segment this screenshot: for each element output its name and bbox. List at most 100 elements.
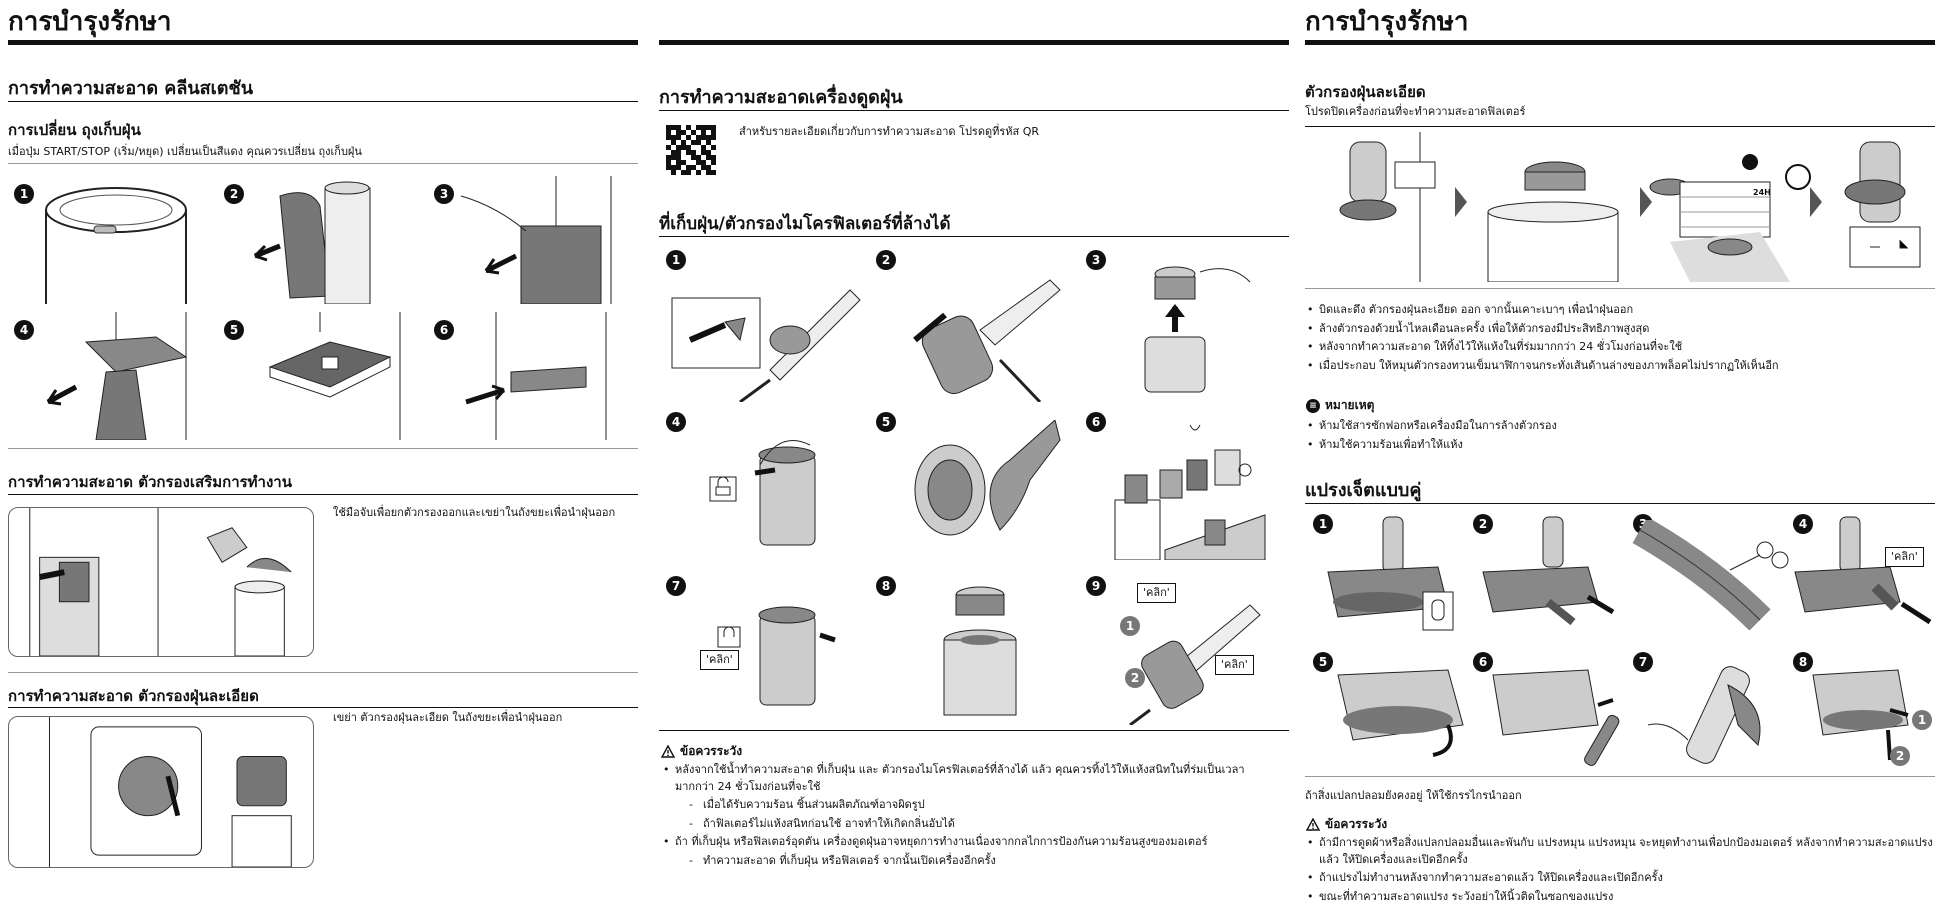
fine-dust-filter-illustration (1310, 132, 1935, 282)
bag-description: เมื่อปุ่ม START/STOP (เริ่ม/หยุด) เปลี่ย… (8, 145, 362, 158)
performance-filter-title: การทำความสะอาด ตัวกรองเสริมการทำงาน (8, 473, 292, 491)
bag-step-2-illustration (250, 176, 410, 304)
brush-step-3-illustration (1630, 520, 1790, 630)
bag-title: การเปลี่ยน ถุงเก็บฝุ่น (8, 121, 141, 139)
step-badge: 4 (14, 320, 34, 340)
dual-brush-title: แปรงเจ็ตแบบคู่ (1305, 480, 1422, 501)
bullet-item: หลังจากทำความสะอาด ให้ทิ้งไว้ให้แห้งในที… (1305, 339, 1935, 356)
divider (659, 110, 1289, 111)
dustbin-step-6-illustration (1105, 415, 1270, 560)
step-badge: 1 (14, 184, 34, 204)
step-badge: 6 (1473, 652, 1493, 672)
dustbin-step-4-illustration (700, 425, 840, 555)
performance-filter-illustration (8, 507, 314, 657)
brush-step-2-illustration (1478, 512, 1628, 632)
bag-step-5-illustration (250, 312, 410, 440)
divider (659, 730, 1289, 731)
divider (8, 707, 638, 708)
brush-caution-title: ข้อควรระวัง (1325, 817, 1388, 831)
divider (1305, 503, 1935, 504)
bag-step-4-illustration (36, 312, 196, 440)
vacuum-cleaning-title: การทำความสะอาดเครื่องดูดฝุ่น (659, 87, 903, 108)
note-heading: ≡ หมายเหตุ (1306, 396, 1374, 415)
bag-step-3-illustration (456, 176, 616, 304)
step-badge: 2 (224, 184, 244, 204)
bullet-item: เมื่อประกอบ ให้หมุนตัวกรองทวนเข็มนาฬิกาจ… (1305, 358, 1935, 375)
step-badge: 1 (666, 250, 686, 270)
note-title: หมายเหตุ (1325, 398, 1375, 412)
brush-step-6-illustration (1478, 665, 1628, 770)
bag-step-1-illustration (36, 176, 196, 304)
step-badge: 1 (1313, 514, 1333, 534)
note-list: ห้ามใช้สารซักฟอกหรือเครื่องมือในการล้างต… (1305, 418, 1935, 455)
dustbin-step-5-illustration (900, 420, 1065, 560)
click-label: 'คลิก' (1885, 547, 1924, 568)
brush-caution-list: ถ้ามีการดูดผ้าหรือสิ่งแปลกปลอมอื่นและพัน… (1305, 835, 1935, 907)
divider (1305, 288, 1935, 289)
note-item: ห้ามใช้ความร้อนเพื่อทำให้แห้ง (1305, 437, 1935, 454)
step-badge: 5 (224, 320, 244, 340)
caution-item: ขณะที่ทำความสะอาดแปรง ระวังอย่าให้นิ้วติ… (1305, 889, 1935, 906)
dustbin-step-8-illustration (930, 585, 1030, 720)
step-badge: 9 (1086, 576, 1106, 596)
brush-step-1-illustration (1318, 512, 1468, 632)
warning-icon (661, 745, 675, 758)
step-badge: 3 (434, 184, 454, 204)
click-label: 'คลิก' (1137, 583, 1176, 604)
caution-subitem: เมื่อได้รับความร้อน ชิ้นส่วนผลิตภัณฑ์อาจ… (687, 797, 1276, 814)
dustbin-step-3-illustration (1120, 262, 1260, 402)
fine-filter-title: การทำความสะอาด ตัวกรองฝุ่นละเอียด (8, 687, 259, 705)
divider (8, 101, 638, 102)
scissors-instruction: ถ้าสิ่งแปลกปลอมยังคงอยู่ ให้ใช้กรรไกรนำอ… (1305, 789, 1522, 802)
fine-filter-illustration (8, 716, 314, 868)
fine-dust-filter-description: โปรดปิดเครื่องก่อนที่จะทำความสะอาดฟิลเตอ… (1305, 105, 1526, 118)
note-icon: ≡ (1306, 398, 1320, 413)
brush-step-7-illustration (1638, 665, 1788, 770)
divider (1305, 776, 1935, 777)
step-badge: 2 (1473, 514, 1493, 534)
qr-code (666, 125, 716, 175)
clean-station-title: การทำความสะอาด คลีนสเตชัน (8, 78, 254, 99)
dustbin-filter-title: ที่เก็บฝุ่น/ตัวกรองไมโครฟิลเตอร์ที่ล้างไ… (659, 214, 951, 234)
step-badge: 4 (1793, 514, 1813, 534)
divider (1305, 126, 1935, 127)
brush-step-8-illustration (1798, 665, 1938, 770)
divider (8, 448, 638, 449)
step-badge: 2 (876, 250, 896, 270)
step-badge: 8 (1793, 652, 1813, 672)
brush-step-4-illustration (1790, 512, 1940, 632)
divider (8, 163, 638, 164)
dustbin-step-2-illustration (900, 270, 1065, 402)
bag-step-6-illustration (456, 312, 616, 440)
divider (8, 672, 638, 673)
dustbin-step-1-illustration (670, 270, 865, 402)
bullet-item: บิดและดึง ตัวกรองฝุ่นละเอียด ออก จากนั้น… (1305, 302, 1935, 319)
top-rule-col3 (1305, 40, 1935, 45)
caution-text: หลังจากใช้น้ำทำความสะอาด ที่เก็บฝุ่น และ… (675, 763, 1245, 793)
brush-caution-heading: ข้อควรระวัง (1306, 815, 1387, 834)
divider (659, 236, 1289, 237)
step-badge: 3 (1086, 250, 1106, 270)
step-badge: 7 (1633, 652, 1653, 672)
top-rule-col2 (659, 40, 1289, 45)
timer-label: 24H (1753, 188, 1771, 197)
caution-item: ถ้ามีการดูดผ้าหรือสิ่งแปลกปลอมอื่นและพัน… (1305, 835, 1935, 868)
fine-filter-description: เขย่า ตัวกรองฝุ่นละเอียด ในถังขยะเพื่อนำ… (333, 711, 563, 724)
fine-dust-bullets: บิดและดึง ตัวกรองฝุ่นละเอียด ออก จากนั้น… (1305, 302, 1935, 376)
click-label: 'คลิก' (700, 650, 739, 671)
performance-filter-description: ใช้มือจับเพื่อยกตัวกรองออกและเขย่าในถังข… (333, 506, 616, 519)
note-item: ห้ามใช้สารซักฟอกหรือเครื่องมือในการล้างต… (1305, 418, 1935, 435)
bullet-item: ล้างตัวกรองด้วยน้ำไหลเดือนละครั้ง เพื่อใ… (1305, 321, 1935, 338)
caution-item: ถ้า ที่เก็บฝุ่น หรือฟิลเตอร์อุดตัน เครื่… (661, 834, 1276, 869)
caution-subitem: ทำความสะอาด ที่เก็บฝุ่น หรือฟิลเตอร์ จาก… (687, 853, 1276, 870)
caution-list: หลังจากใช้น้ำทำความสะอาด ที่เก็บฝุ่น และ… (661, 762, 1276, 871)
caution-subitem: ถ้าฟิลเตอร์ไม่แห้งสนิทก่อนใช้ อาจทำให้เก… (687, 816, 1276, 833)
warning-icon (1306, 818, 1320, 831)
brush-step-5-illustration (1318, 665, 1468, 770)
callout-number: 1 (1912, 710, 1932, 730)
callout-number: 2 (1890, 746, 1910, 766)
step-badge: 8 (876, 576, 896, 596)
page-title-left: การบำรุงรักษา (8, 7, 172, 37)
dustbin-step-9-illustration (1120, 590, 1280, 725)
step-badge: 4 (666, 412, 686, 432)
